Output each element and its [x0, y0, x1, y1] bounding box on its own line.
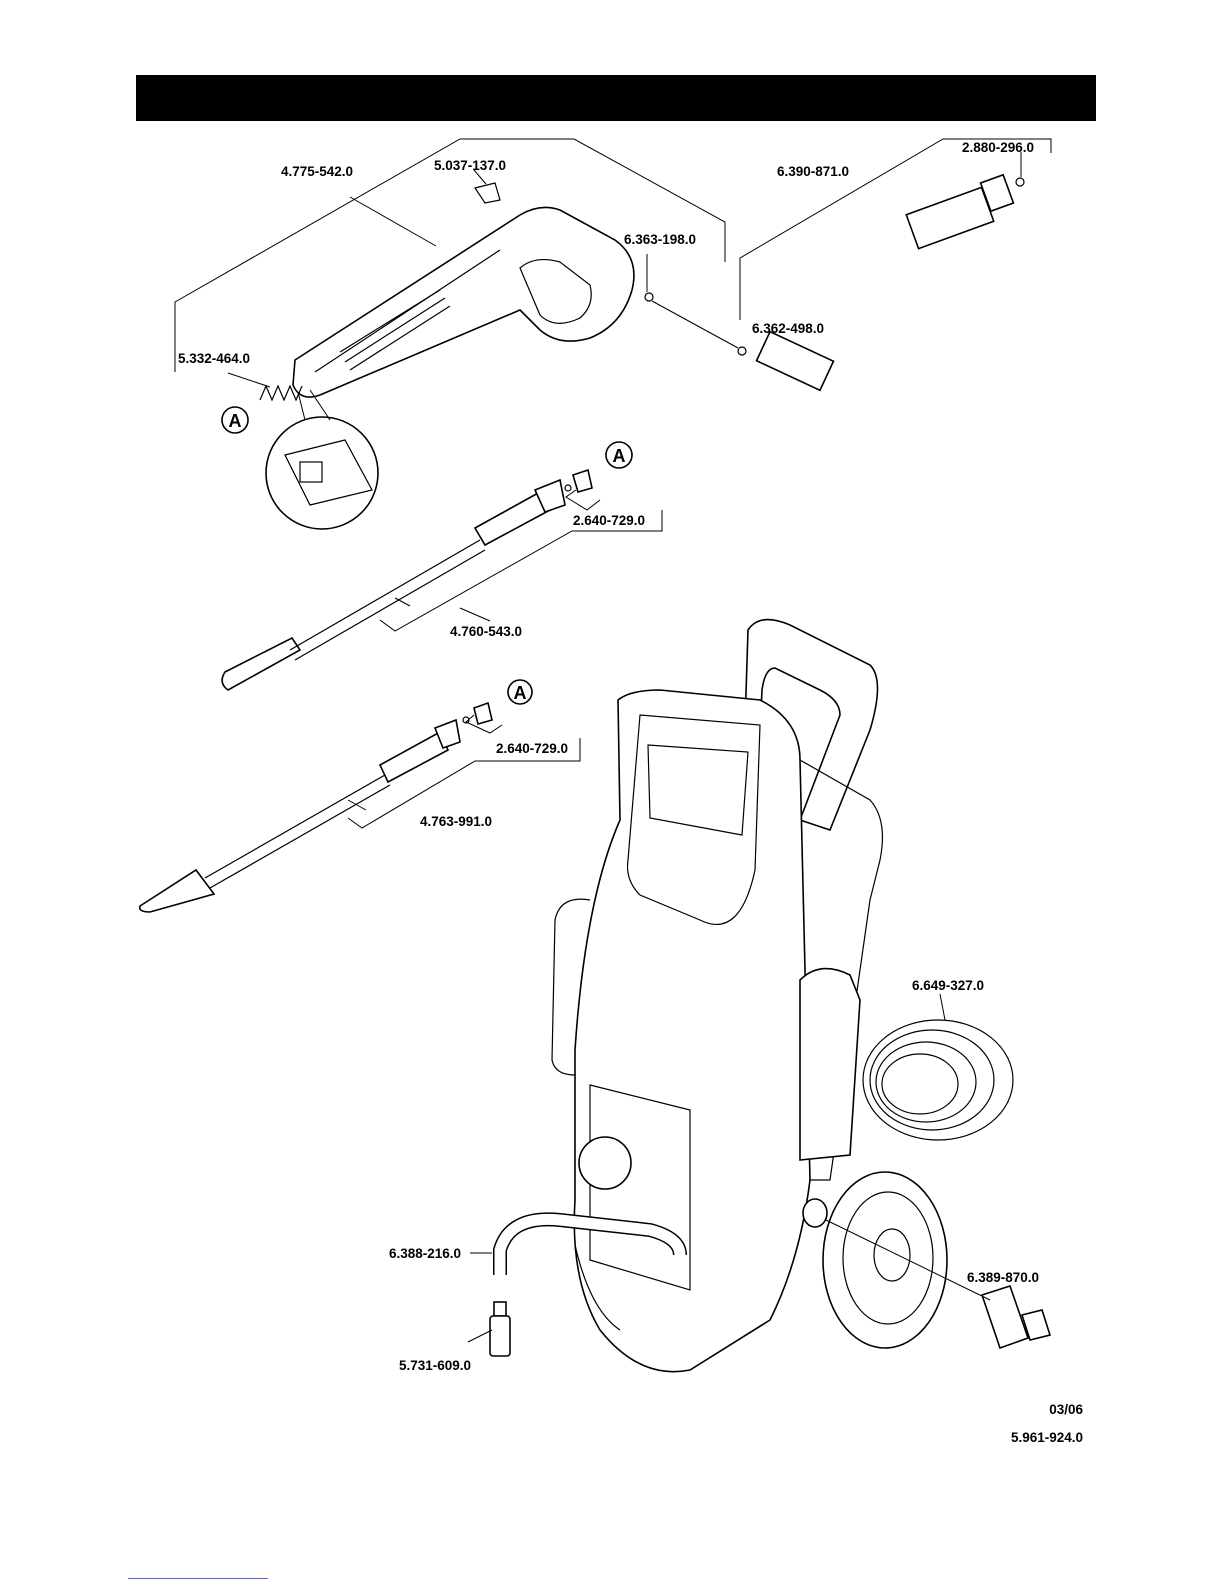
- oring-hose: [738, 347, 746, 355]
- label-oring-hose-end: 2.880-296.0: [962, 140, 1034, 155]
- label-clip: 5.037-137.0: [434, 158, 506, 173]
- inlet-fitting: [803, 1199, 827, 1227]
- filter-part: [490, 1302, 510, 1356]
- label-oring-gun: 6.363-198.0: [624, 232, 696, 247]
- svg-text:A: A: [514, 683, 527, 703]
- callout-a-3: A: [508, 680, 532, 704]
- clip-part: [475, 183, 500, 203]
- svg-text:A: A: [613, 446, 626, 466]
- footer-date: 03/06: [1049, 1402, 1083, 1417]
- callout-a-1: A: [222, 407, 248, 433]
- wheel: [823, 1172, 947, 1348]
- label-nozzle-upper: 2.640-729.0: [573, 513, 645, 528]
- label-connector: 6.389-870.0: [967, 1270, 1039, 1285]
- oring-gun: [645, 293, 653, 301]
- label-lance-lower: 4.763-991.0: [420, 814, 492, 829]
- connector-part: [982, 1286, 1050, 1348]
- label-hose-reel: 6.649-327.0: [912, 978, 984, 993]
- lance-lower: [140, 720, 460, 912]
- label-spring: 5.332-464.0: [178, 351, 250, 366]
- svg-text:A: A: [229, 411, 242, 431]
- footer-doc-number: 5.961-924.0: [1011, 1430, 1083, 1445]
- label-lance-upper: 4.760-543.0: [450, 624, 522, 639]
- nozzle-upper: [565, 470, 592, 492]
- detail-magnifier: [266, 390, 378, 529]
- bottom-link-underline: [128, 1578, 268, 1579]
- label-suction-hose: 6.388-216.0: [389, 1246, 461, 1261]
- label-oring-hose: 6.362-498.0: [752, 321, 824, 336]
- label-hose: 6.390-871.0: [777, 164, 849, 179]
- label-filter: 5.731-609.0: [399, 1358, 471, 1373]
- high-pressure-hose: [755, 175, 1013, 396]
- hose-reel: [863, 1020, 1013, 1140]
- oring-hose-end: [1016, 178, 1024, 186]
- label-gun-assembly: 4.775-542.0: [281, 164, 353, 179]
- callout-a-2: A: [606, 442, 632, 468]
- lance-upper: [222, 480, 565, 690]
- spray-gun: [293, 207, 634, 397]
- label-nozzle-lower: 2.640-729.0: [496, 741, 568, 756]
